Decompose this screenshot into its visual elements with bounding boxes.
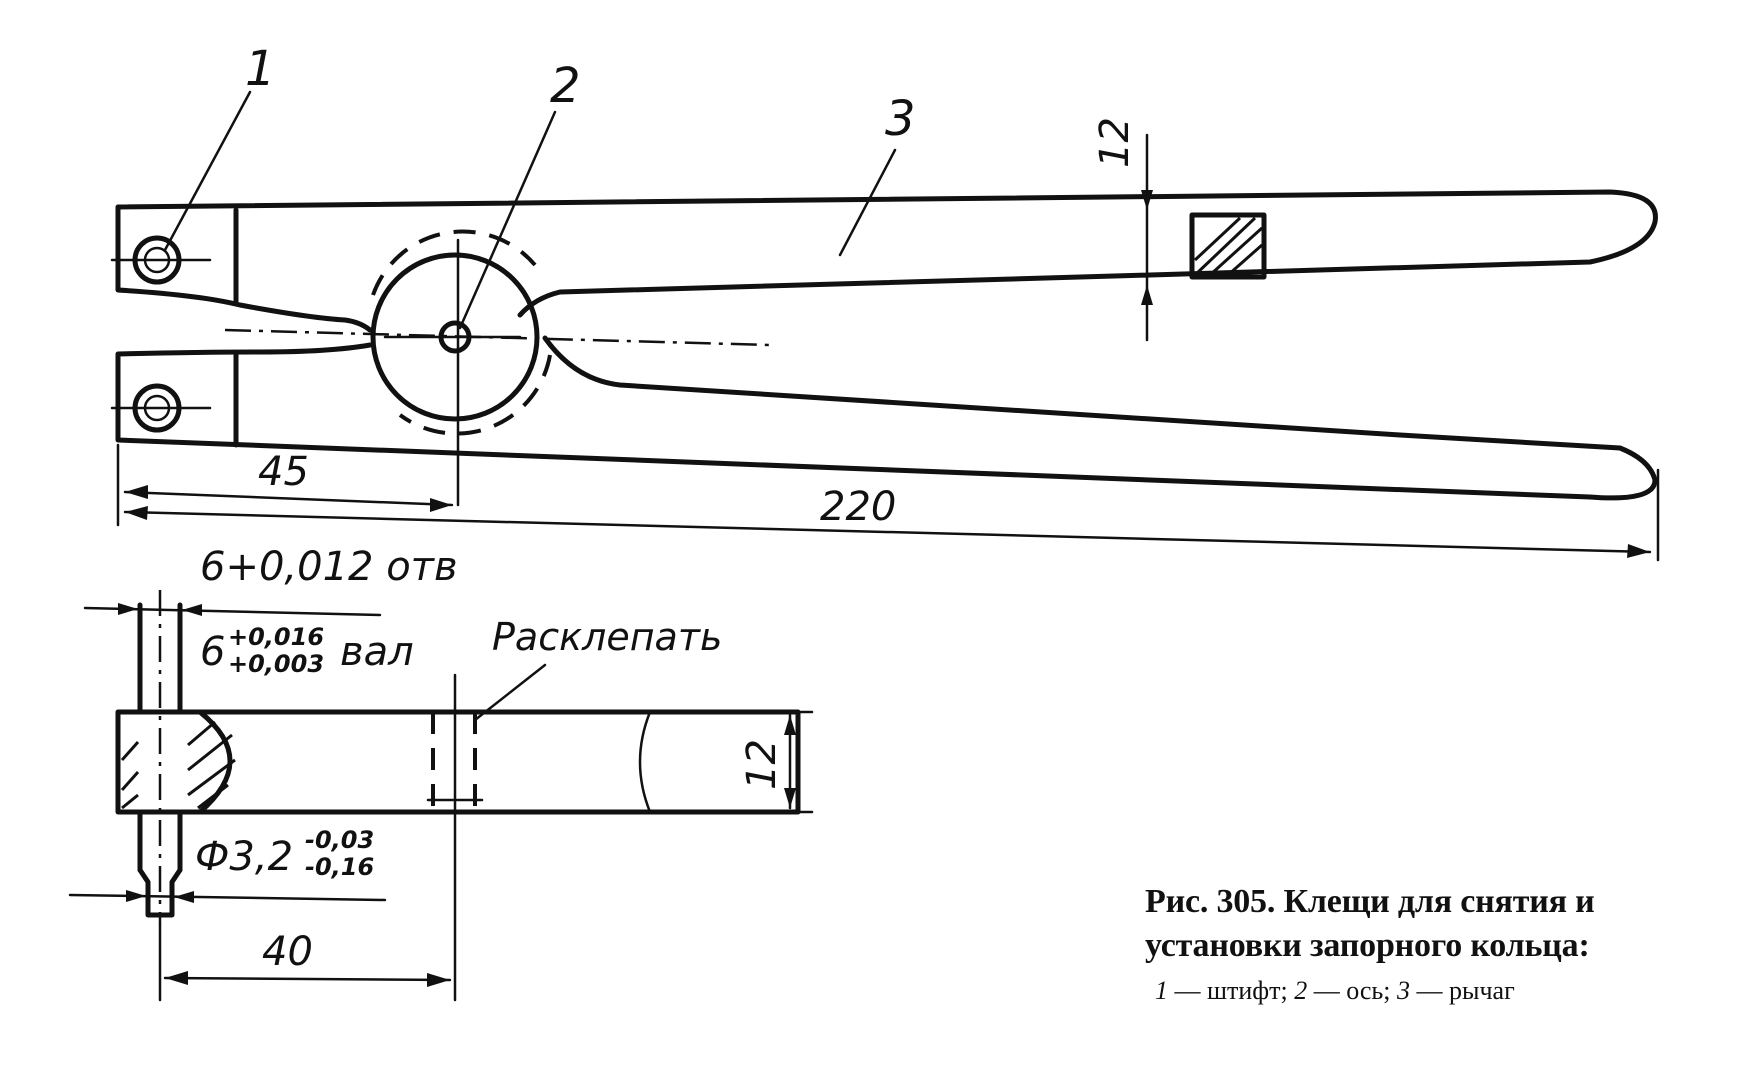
- pin-side: [137, 590, 183, 925]
- leader-3: [838, 148, 897, 257]
- tol-shaft-suffix: вал: [340, 629, 414, 675]
- dim-12-thickness: 12: [1092, 117, 1153, 342]
- lever-section: [1189, 212, 1267, 280]
- dim-220-label: 220: [820, 484, 896, 530]
- rivet-leader: [473, 663, 547, 722]
- side-outline: [115, 709, 801, 815]
- pivot-axis: [370, 229, 552, 436]
- legend-num-2: 2: [1294, 976, 1308, 1005]
- pin-diameter: Ф3,2 -0,03 -0,16: [68, 826, 387, 903]
- callout-3: 3: [885, 91, 916, 147]
- caption-title-line2: установки запорного кольца:: [1145, 927, 1590, 964]
- side-hatch-left: [120, 709, 236, 815]
- tol-shaft-upper: +0,016: [228, 623, 324, 651]
- dim-220: 220: [123, 468, 1660, 562]
- break-line: [638, 710, 652, 814]
- leader-2: [458, 110, 557, 330]
- pin-lower: [110, 383, 212, 433]
- pliers-top-view: 12 1 2 3 45 220: [110, 41, 1660, 562]
- leader-1: [163, 90, 252, 252]
- caption-legend: 1 — штифт; 2 — ось; 3 — рычаг: [1145, 972, 1705, 1010]
- dim-12-side: 12: [739, 710, 814, 814]
- pin-upper: [110, 235, 212, 285]
- legend-text-3: — рычаг: [1410, 976, 1515, 1005]
- pin-dia-upper: -0,03: [305, 826, 374, 854]
- tol-shaft-base: 6: [200, 629, 225, 675]
- legend-text-2: — ось;: [1307, 976, 1391, 1005]
- rivet-side: [426, 673, 484, 1002]
- caption-title-line1: Рис. 305. Клещи для снятия и: [1145, 883, 1595, 920]
- tol-shaft: 6 +0,016 +0,003 вал: [200, 623, 414, 678]
- figure-caption: Рис. 305. Клещи для снятия и установки з…: [1145, 880, 1705, 1010]
- pin-dia-base: Ф3,2: [195, 834, 293, 880]
- tol-shaft-lower: +0,003: [228, 650, 324, 678]
- dim-40-label: 40: [262, 929, 313, 975]
- lever-side-view: 12 Расклепать 6+0,012 отв 6 +0,016 +0,00…: [68, 544, 814, 1002]
- callout-1: 1: [245, 41, 276, 97]
- dim-12-top-label: 12: [1092, 117, 1138, 168]
- legend-text-1: — штифт;: [1168, 976, 1288, 1005]
- tol-hole: 6+0,012 отв: [83, 544, 458, 617]
- tol-hole-label: 6+0,012 отв: [200, 544, 458, 590]
- lower-lever-outline: [115, 335, 1658, 501]
- rivet-note: Расклепать: [492, 615, 722, 659]
- legend-num-1: 1: [1155, 976, 1168, 1005]
- dim-45-label: 45: [258, 449, 309, 495]
- dim-40: 40: [158, 923, 452, 1002]
- legend-num-3: 3: [1397, 976, 1411, 1005]
- dim-12-side-label: 12: [739, 739, 785, 790]
- dim-45: 45: [116, 238, 460, 527]
- callout-2: 2: [550, 58, 581, 114]
- pin-dia-lower: -0,16: [305, 853, 374, 881]
- upper-lever-outline: [115, 189, 1658, 333]
